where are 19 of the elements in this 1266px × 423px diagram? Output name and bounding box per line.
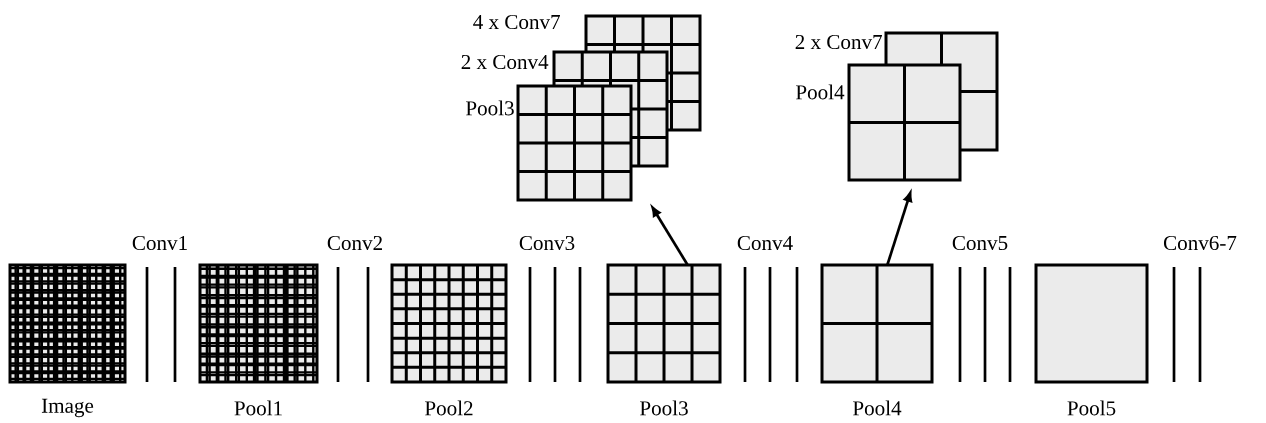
layer-label: Pool5 xyxy=(1067,400,1116,416)
layer-label: Pool2 xyxy=(425,400,473,416)
layer-label: Conv2 xyxy=(327,235,382,251)
arrow xyxy=(886,191,913,266)
layer-label: Pool4 xyxy=(853,400,902,416)
layer-label: Conv6-7 xyxy=(1163,235,1237,251)
layer-label: Pool1 xyxy=(234,400,282,416)
layer-label: Conv4 xyxy=(737,235,793,251)
layer-label: Pool3 xyxy=(640,400,688,416)
layer-label: 2 x Conv7 xyxy=(795,34,882,50)
layer-label: Pool3 xyxy=(466,100,514,116)
layer-label: Image xyxy=(41,398,94,418)
layer-label: Conv3 xyxy=(519,235,575,251)
layer-label: Conv5 xyxy=(952,235,1008,251)
layer-label: Pool4 xyxy=(796,84,845,100)
layer-label: 4 x Conv7 xyxy=(473,14,560,30)
arrow xyxy=(651,206,689,266)
layer-label: 2 x Conv4 xyxy=(461,54,549,70)
layer-label: Conv1 xyxy=(132,235,187,251)
